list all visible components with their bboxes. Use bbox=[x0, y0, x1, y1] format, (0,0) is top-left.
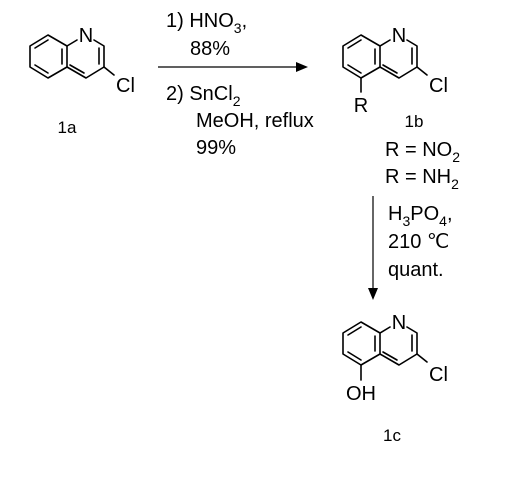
1c-pyridine-double-bonds bbox=[382, 334, 413, 361]
substituent-definitions: R = NO2 R = NH2 bbox=[385, 139, 460, 192]
compound-label-1a: 1a bbox=[58, 118, 77, 137]
1a-nitrogen-atom: N bbox=[79, 25, 93, 47]
compound-1a-structure: N Cl bbox=[29, 25, 135, 97]
1c-c-cl-bond bbox=[416, 353, 428, 363]
reagent-sncl2: 2) SnCl2 bbox=[166, 83, 241, 109]
1b-c-cl-bond bbox=[416, 66, 428, 76]
r-equals-nh2: R = NH2 bbox=[385, 166, 459, 192]
1b-chlorine-atom: Cl bbox=[429, 75, 448, 97]
1b-nitrogen-atom: N bbox=[392, 25, 406, 47]
1c-chlorine-atom: Cl bbox=[429, 364, 448, 386]
compound-label-1b: 1b bbox=[405, 112, 424, 131]
reagent-hno3: 1) HNO3, bbox=[166, 10, 247, 36]
reaction-arrow-1 bbox=[158, 62, 308, 72]
1b-r-group: R bbox=[354, 95, 368, 117]
1a-c-cl-bond bbox=[103, 66, 115, 76]
yield-step1b: 99% bbox=[196, 137, 236, 159]
1a-pyridine-double-bonds bbox=[69, 47, 100, 74]
compound-label-1c: 1c bbox=[383, 426, 401, 445]
1a-benzo-double-bonds bbox=[34, 39, 63, 74]
reagent-h3po4: H3PO4, bbox=[388, 203, 453, 229]
1b-pyridine-double-bonds bbox=[382, 47, 413, 74]
compound-1b-structure: N Cl R bbox=[342, 25, 448, 117]
1c-nitrogen-atom: N bbox=[392, 312, 406, 334]
reaction-arrow-2 bbox=[368, 196, 378, 300]
yield-step1a: 88% bbox=[190, 38, 230, 60]
1a-chlorine-atom: Cl bbox=[116, 75, 135, 97]
r-equals-no2: R = NO2 bbox=[385, 139, 460, 165]
1c-benzo-double-bonds bbox=[347, 326, 376, 361]
temperature-label: 210 ℃ bbox=[388, 231, 449, 253]
step2-conditions: H3PO4, 210 ℃ quant. bbox=[388, 203, 453, 281]
step1-conditions: 1) HNO3, 88% 2) SnCl2 MeOH, reflux 99% bbox=[166, 10, 314, 159]
solvent-conditions: MeOH, reflux bbox=[196, 110, 314, 132]
1c-hydroxyl-group: OH bbox=[346, 383, 376, 405]
compound-1c-structure: N Cl OH bbox=[342, 312, 448, 405]
1b-benzo-double-bonds bbox=[347, 39, 376, 74]
yield-step2: quant. bbox=[388, 259, 444, 281]
